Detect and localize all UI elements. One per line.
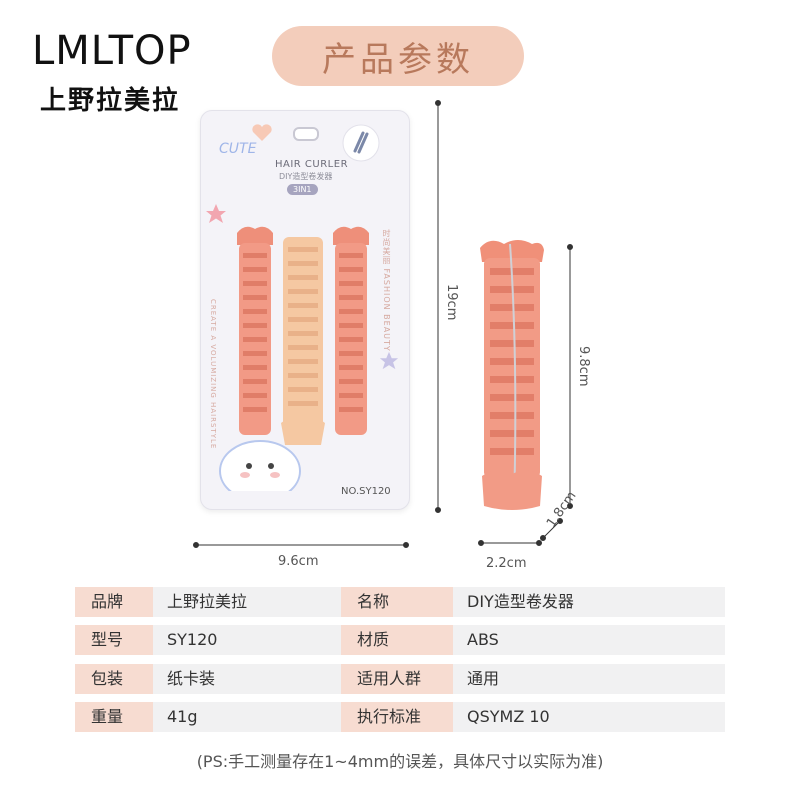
- page-title: 产品参数: [272, 26, 524, 86]
- package-subtitle: DIY造型卷发器: [279, 172, 333, 181]
- spec-label: 品牌: [75, 587, 153, 617]
- spec-value: 纸卡装: [153, 664, 371, 694]
- spec-label: 执行标准: [341, 702, 453, 732]
- curler-set-image: [237, 226, 369, 445]
- package-side-text-left: CREATE A VOLUMIZING HAIRSTYLE: [209, 299, 217, 450]
- package-cute-label: CUTE: [219, 141, 257, 157]
- spec-label: 适用人群: [341, 664, 453, 694]
- spec-value: 上野拉美拉: [153, 587, 371, 617]
- star-icon: [206, 204, 226, 223]
- spec-label: 重量: [75, 702, 153, 732]
- spec-row: 重量 41g 执行标准 QSYMZ 10: [75, 702, 725, 732]
- curler-middle: [281, 237, 325, 445]
- product-package-image: CUTE HAIR CURLER DIY造型卷发器 3IN1 时尚美丽 FASH…: [200, 110, 410, 510]
- package-model-no: NO.SY120: [341, 486, 391, 497]
- clip-icon: [342, 124, 380, 162]
- spec-value: 通用: [453, 664, 725, 694]
- hang-hole: [293, 127, 319, 141]
- single-curler-image: [480, 240, 544, 510]
- brand-logo-cn: 上野拉美拉: [40, 86, 181, 116]
- spec-value: QSYMZ 10: [453, 702, 725, 732]
- brand-logo-en: LMLTOP: [32, 28, 192, 74]
- spec-value: DIY造型卷发器: [453, 587, 725, 617]
- bunny-illustration: [219, 440, 301, 491]
- spec-label: 材质: [341, 625, 453, 655]
- spec-label: 型号: [75, 625, 153, 655]
- measurement-note: (PS:手工测量存在1~4mm的误差，具体尺寸以实际为准): [196, 752, 604, 771]
- pack-height-label: 19cm: [444, 284, 459, 321]
- spec-value: 41g: [153, 702, 371, 732]
- package-badge: 3IN1: [287, 184, 318, 195]
- package-side-text-right: 时尚美丽 FASHION BEAUTY: [382, 229, 391, 352]
- spec-label: 包装: [75, 664, 153, 694]
- spec-row: 品牌 上野拉美拉 名称 DIY造型卷发器: [75, 587, 725, 617]
- pack-width-label: 9.6cm: [278, 554, 319, 569]
- spec-value: ABS: [453, 625, 725, 655]
- curler-width-label: 2.2cm: [486, 556, 527, 571]
- spec-row: 包装 纸卡装 适用人群 通用: [75, 664, 725, 694]
- package-hair-curler-label: HAIR CURLER: [275, 159, 349, 170]
- spec-value: SY120: [153, 625, 371, 655]
- heart-icon: [252, 124, 272, 141]
- star-icon: [379, 351, 399, 370]
- spec-row: 型号 SY120 材质 ABS: [75, 625, 725, 655]
- curler-right: [333, 226, 369, 435]
- curler-length-label: 9.8cm: [576, 346, 591, 387]
- curler-left: [237, 226, 273, 435]
- spec-label: 名称: [341, 587, 453, 617]
